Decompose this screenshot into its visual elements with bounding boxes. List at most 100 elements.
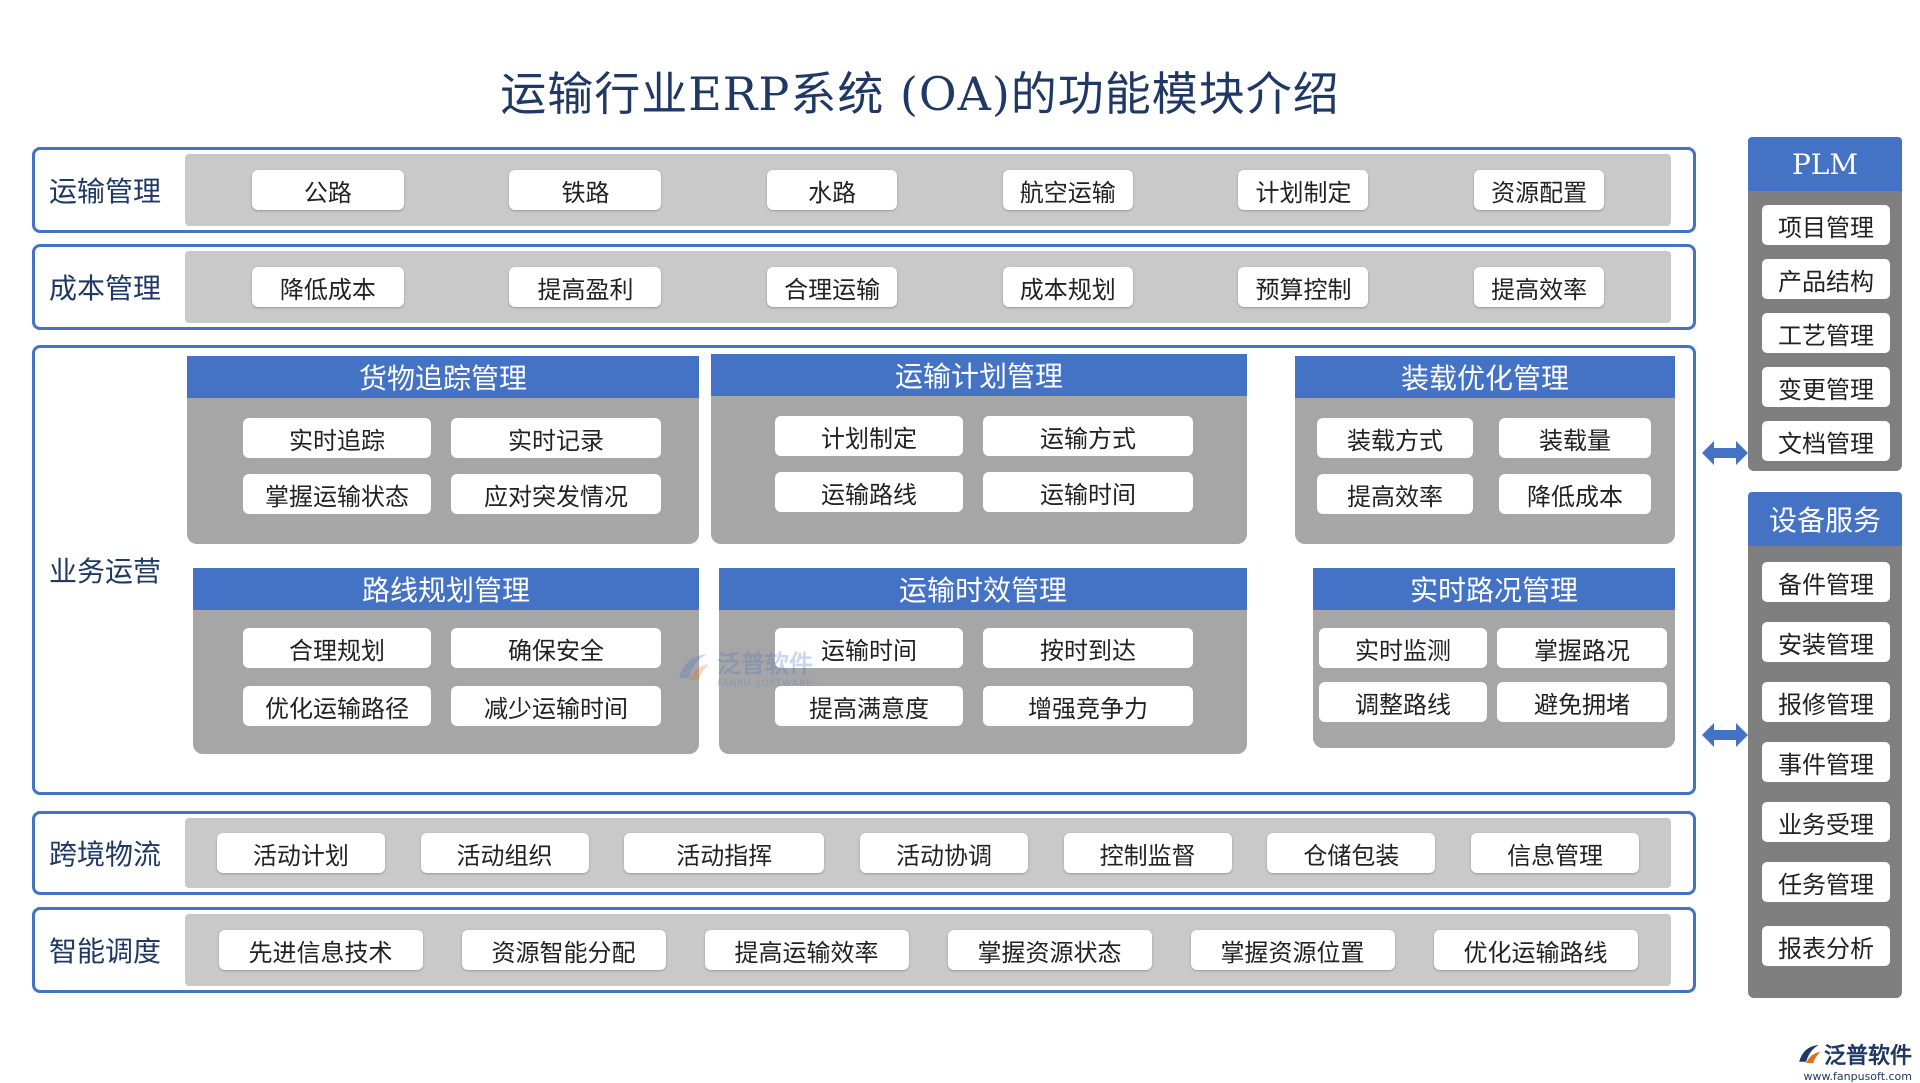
plm-title: PLM	[1748, 137, 1902, 191]
plm-item[interactable]: 文档管理	[1762, 421, 1890, 461]
panel-item[interactable]: 运输时间	[775, 628, 963, 668]
panel-item[interactable]: 运输时间	[983, 472, 1193, 512]
equipment-item[interactable]: 任务管理	[1762, 862, 1890, 902]
panel-item[interactable]: 掌握路况	[1497, 628, 1667, 668]
row-transport-items: 公路 铁路 水路 航空运输 计划制定 资源配置	[185, 154, 1671, 226]
equipment-item[interactable]: 安装管理	[1762, 622, 1890, 662]
row-label-transport: 运输管理	[49, 175, 162, 208]
corner-url[interactable]: www.fanpusoft.com	[1803, 1070, 1913, 1083]
chip-crossborder-5[interactable]: 仓储包装	[1267, 833, 1436, 873]
row-label-dispatch: 智能调度	[49, 935, 162, 968]
equipment-item[interactable]: 业务受理	[1762, 802, 1890, 842]
chip-dispatch-1[interactable]: 资源智能分配	[461, 930, 666, 970]
chip-cost-3[interactable]: 成本规划	[1002, 267, 1133, 307]
panel-item[interactable]: 优化运输路径	[243, 686, 431, 726]
chip-transport-5[interactable]: 资源配置	[1474, 170, 1605, 210]
plm-item[interactable]: 产品结构	[1762, 259, 1890, 299]
panel-item[interactable]: 增强竞争力	[983, 686, 1193, 726]
equipment-item[interactable]: 事件管理	[1762, 742, 1890, 782]
panel-item[interactable]: 装载方式	[1317, 418, 1473, 458]
panel-item[interactable]: 实时追踪	[243, 418, 431, 458]
corner-logo: 泛普软件 www.fanpusoft.com	[1796, 1038, 1912, 1083]
equipment-item[interactable]: 报修管理	[1762, 682, 1890, 722]
row-transport: 运输管理 公路 铁路 水路 航空运输 计划制定 资源配置	[32, 147, 1696, 233]
equipment-panel: 设备服务 备件管理 安装管理 报修管理 事件管理 业务受理 任务管理 报表分析	[1748, 492, 1902, 998]
chip-crossborder-0[interactable]: 活动计划	[216, 833, 385, 873]
plm-item[interactable]: 项目管理	[1762, 205, 1890, 245]
page-title: 运输行业ERP系统 (OA)的功能模块介绍	[500, 67, 1340, 121]
chip-cost-4[interactable]: 预算控制	[1238, 267, 1369, 307]
plm-item[interactable]: 工艺管理	[1762, 313, 1890, 353]
panel-item[interactable]: 掌握运输状态	[243, 474, 431, 514]
equipment-item[interactable]: 备件管理	[1762, 562, 1890, 602]
panel-item[interactable]: 确保安全	[451, 628, 661, 668]
double-arrow-icon	[1702, 723, 1748, 747]
row-cost: 成本管理 降低成本 提高盈利 合理运输 成本规划 预算控制 提高效率	[32, 244, 1696, 330]
chip-cost-5[interactable]: 提高效率	[1474, 267, 1605, 307]
panel-item[interactable]: 计划制定	[775, 416, 963, 456]
row-cost-items: 降低成本 提高盈利 合理运输 成本规划 预算控制 提高效率	[185, 251, 1671, 323]
panel-item[interactable]: 减少运输时间	[451, 686, 661, 726]
equipment-item[interactable]: 报表分析	[1762, 926, 1890, 966]
panel-item[interactable]: 实时监测	[1319, 628, 1487, 668]
panel-item[interactable]: 提高效率	[1317, 474, 1473, 514]
watermark-brand: 泛普软件	[717, 650, 813, 678]
chip-dispatch-5[interactable]: 优化运输路线	[1433, 930, 1638, 970]
panel-transport-timeliness: 运输时效管理 运输时间 按时到达 提高满意度 增强竞争力	[719, 568, 1247, 754]
chip-transport-1[interactable]: 铁路	[509, 170, 662, 210]
equipment-title: 设备服务	[1748, 492, 1902, 546]
panel-item[interactable]: 避免拥堵	[1497, 682, 1667, 722]
corner-brand: 泛普软件	[1824, 1044, 1913, 1069]
chip-crossborder-3[interactable]: 活动协调	[859, 833, 1028, 873]
chip-crossborder-1[interactable]: 活动组织	[420, 833, 589, 873]
panel-item[interactable]: 应对突发情况	[451, 474, 661, 514]
panel-item[interactable]: 按时到达	[983, 628, 1193, 668]
panel-title: 实时路况管理	[1313, 568, 1675, 610]
operations-label: 业务运营	[49, 555, 162, 588]
panel-title: 运输时效管理	[719, 568, 1247, 610]
panel-title: 运输计划管理	[711, 354, 1247, 396]
chip-dispatch-2[interactable]: 提高运输效率	[704, 930, 909, 970]
chip-transport-0[interactable]: 公路	[251, 170, 404, 210]
panel-title: 路线规划管理	[193, 568, 699, 610]
panel-item[interactable]: 调整路线	[1319, 682, 1487, 722]
panel-item[interactable]: 合理规划	[243, 628, 431, 668]
chip-cost-2[interactable]: 合理运输	[767, 267, 898, 307]
chip-dispatch-3[interactable]: 掌握资源状态	[947, 930, 1152, 970]
chip-transport-3[interactable]: 航空运输	[1002, 170, 1133, 210]
row-dispatch: 智能调度 先进信息技术 资源智能分配 提高运输效率 掌握资源状态 掌握资源位置 …	[32, 907, 1696, 993]
panel-realtime-traffic: 实时路况管理 实时监测 掌握路况 调整路线 避免拥堵	[1313, 568, 1675, 748]
panel-item[interactable]: 实时记录	[451, 418, 661, 458]
panel-transport-plan: 运输计划管理 计划制定 运输方式 运输路线 运输时间	[711, 354, 1247, 544]
panel-item[interactable]: 运输方式	[983, 416, 1193, 456]
panel-item[interactable]: 降低成本	[1499, 474, 1651, 514]
chip-crossborder-6[interactable]: 信息管理	[1471, 833, 1640, 873]
chip-crossborder-4[interactable]: 控制监督	[1063, 833, 1232, 873]
chip-dispatch-0[interactable]: 先进信息技术	[218, 930, 423, 970]
panel-item[interactable]: 提高满意度	[775, 686, 963, 726]
plm-item[interactable]: 变更管理	[1762, 367, 1890, 407]
panel-item[interactable]: 运输路线	[775, 472, 963, 512]
plm-panel: PLM 项目管理 产品结构 工艺管理 变更管理 文档管理	[1748, 137, 1902, 471]
panel-cargo-tracking: 货物追踪管理 实时追踪 实时记录 掌握运输状态 应对突发情况	[187, 356, 699, 544]
chip-transport-4[interactable]: 计划制定	[1238, 170, 1369, 210]
chip-cost-1[interactable]: 提高盈利	[509, 267, 662, 307]
fanpu-logo-icon	[1799, 1044, 1821, 1064]
operations-section: 业务运营 货物追踪管理 实时追踪 实时记录 掌握运输状态 应对突发情况 运输计划…	[32, 345, 1696, 795]
panel-loading-optimization: 装载优化管理 装载方式 装载量 提高效率 降低成本	[1295, 356, 1675, 544]
double-arrow-icon	[1702, 441, 1748, 465]
chip-cost-0[interactable]: 降低成本	[251, 267, 404, 307]
chip-transport-2[interactable]: 水路	[767, 170, 898, 210]
panel-item[interactable]: 装载量	[1499, 418, 1651, 458]
watermark-center: 泛普软件 FANPU SOFTWARE	[675, 644, 813, 689]
row-dispatch-items: 先进信息技术 资源智能分配 提高运输效率 掌握资源状态 掌握资源位置 优化运输路…	[185, 914, 1671, 986]
fanpu-logo-icon	[679, 653, 709, 680]
row-label-cost: 成本管理	[49, 272, 162, 305]
chip-dispatch-4[interactable]: 掌握资源位置	[1190, 930, 1395, 970]
chip-crossborder-2[interactable]: 活动指挥	[624, 833, 825, 873]
row-crossborder: 跨境物流 活动计划 活动组织 活动指挥 活动协调 控制监督 仓储包装 信息管理	[32, 811, 1696, 895]
panel-route-planning: 路线规划管理 合理规划 确保安全 优化运输路径 减少运输时间	[193, 568, 699, 754]
row-label-crossborder: 跨境物流	[49, 838, 162, 871]
watermark-sub: FANPU SOFTWARE	[717, 679, 813, 689]
panel-title: 货物追踪管理	[187, 356, 699, 398]
